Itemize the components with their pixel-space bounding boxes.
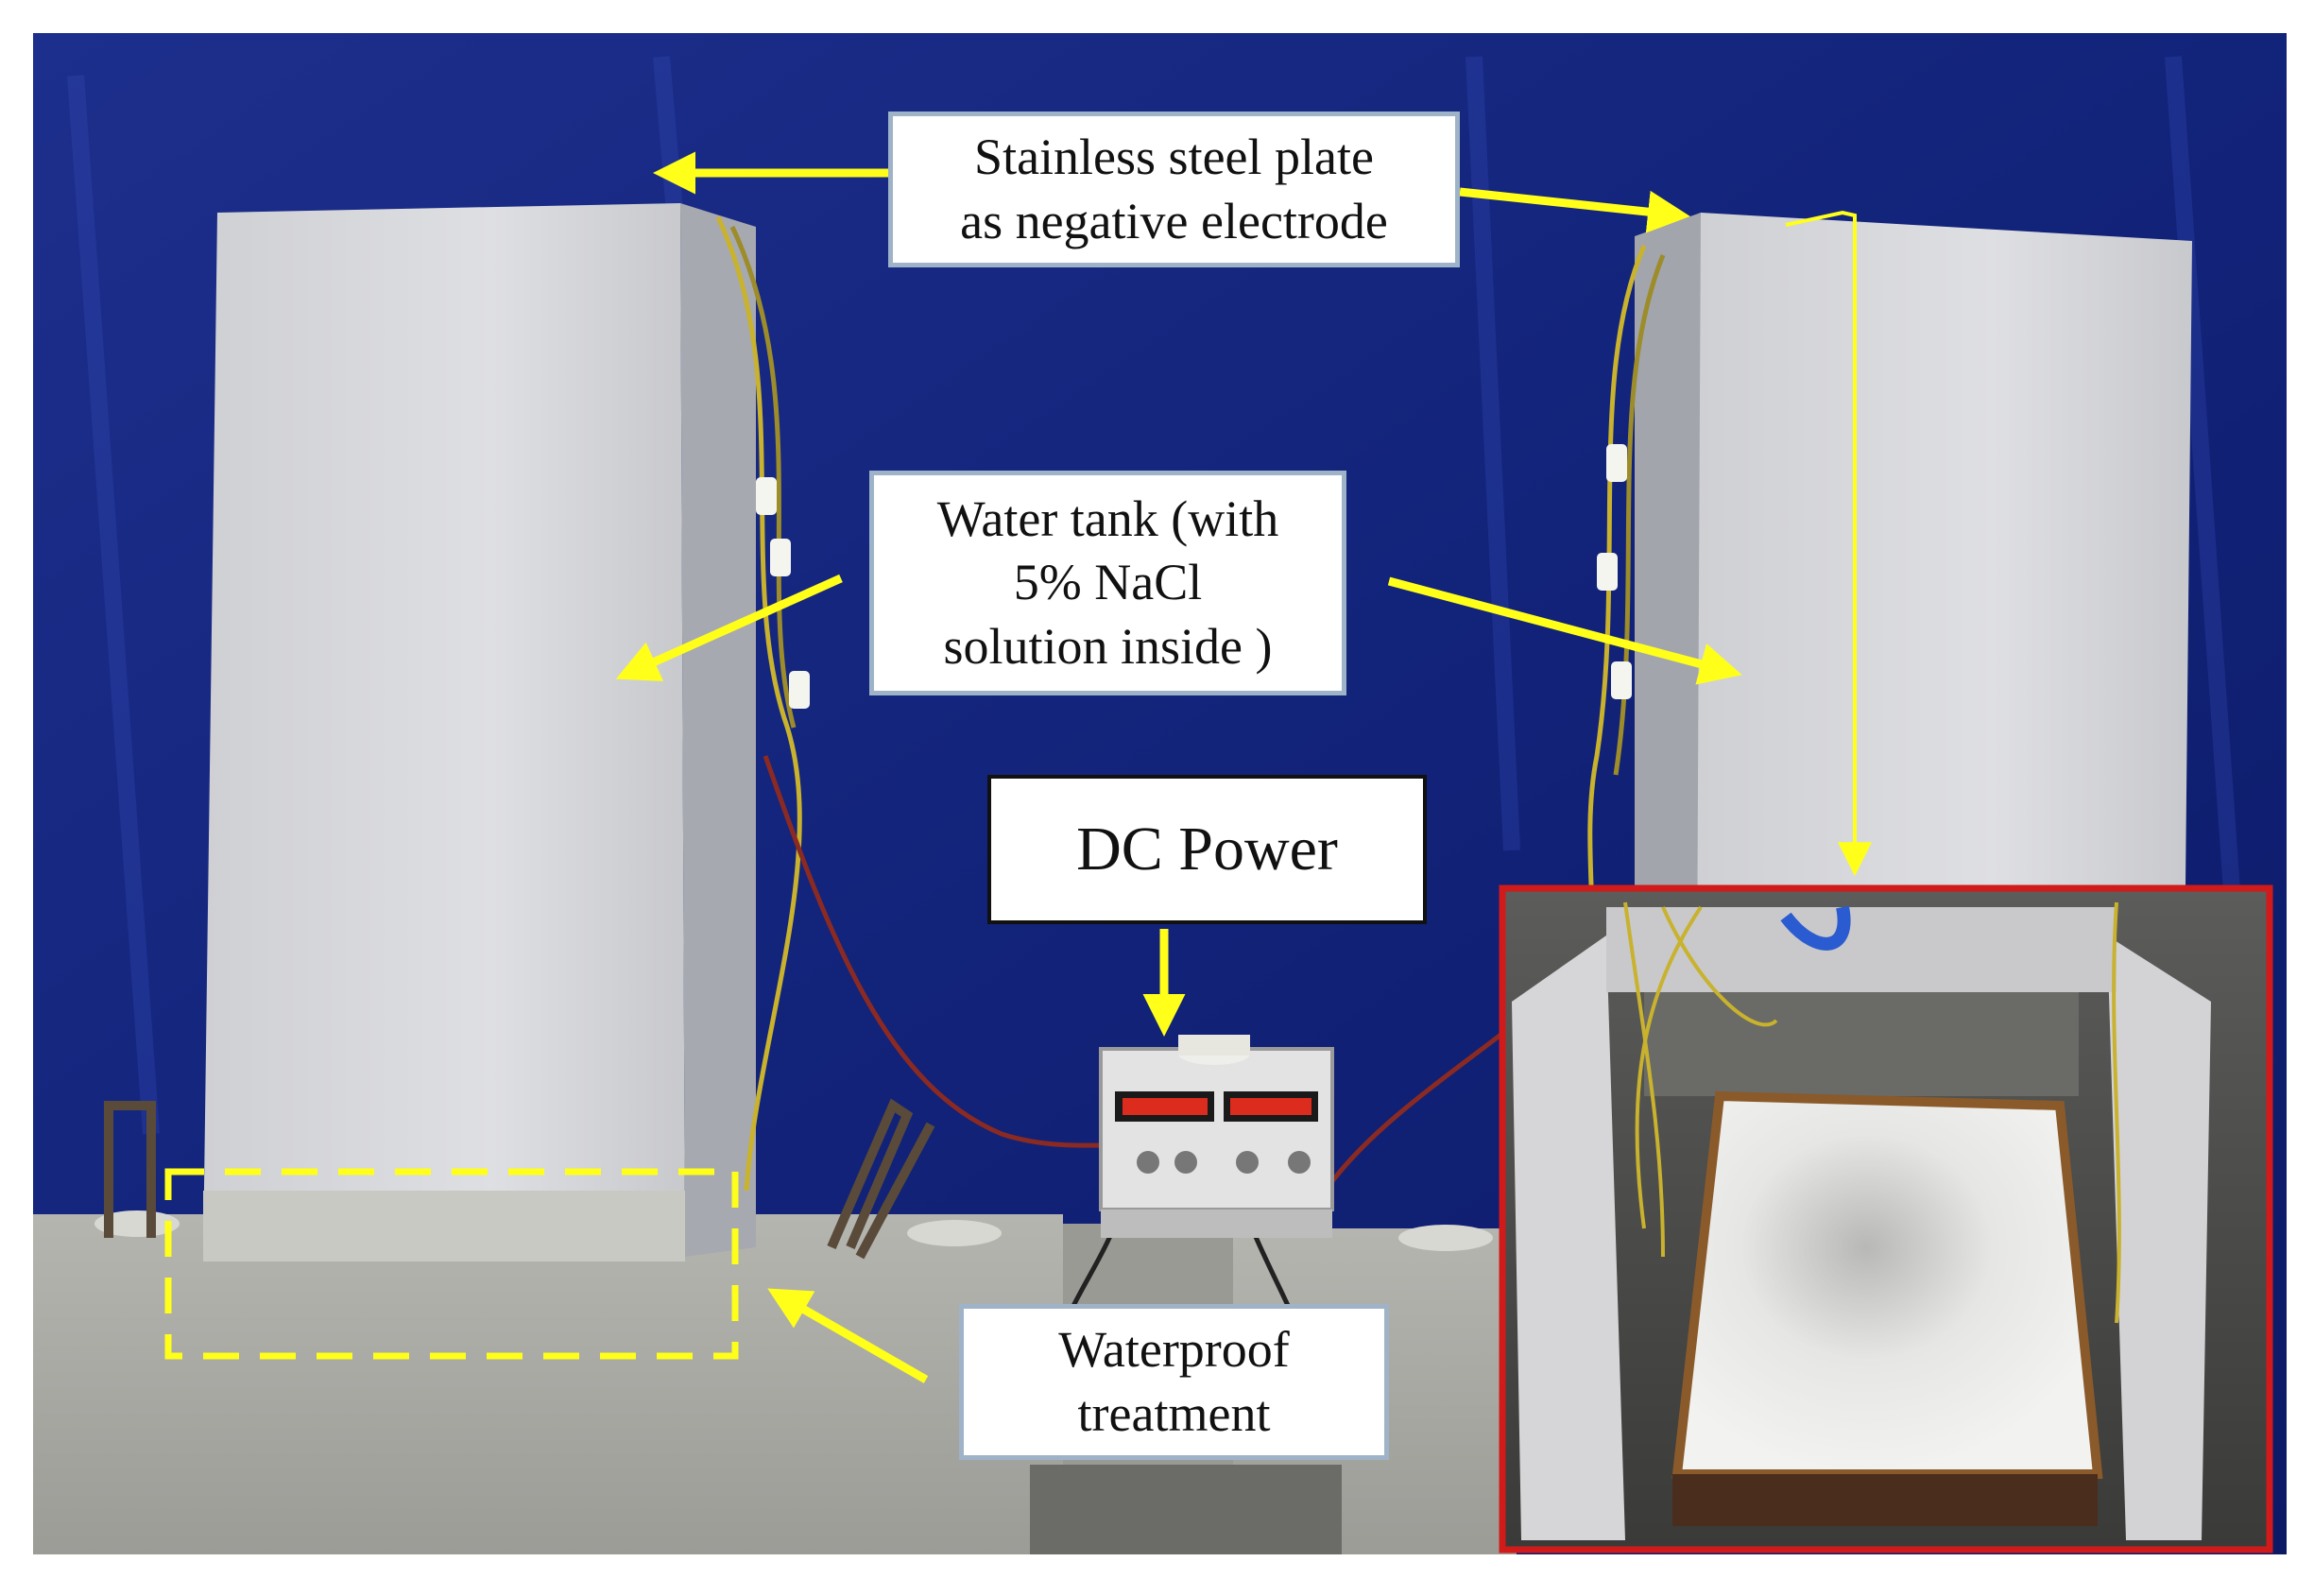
dc-power-supply bbox=[1099, 1035, 1334, 1238]
waterproof-label-line2: treatment bbox=[1077, 1384, 1271, 1442]
dc-power-label: DC Power bbox=[987, 775, 1427, 924]
waterproof-label: Waterproof treatment bbox=[959, 1304, 1389, 1460]
waterproof-label-line1: Waterproof bbox=[1058, 1321, 1290, 1378]
rebar bbox=[104, 1098, 935, 1260]
wire-clips bbox=[756, 444, 1632, 709]
dashed-highlight-box bbox=[164, 1168, 739, 1360]
water-tank-label-line3: solution inside ) bbox=[943, 617, 1273, 675]
electrode-label-line2: as negative electrode bbox=[960, 192, 1388, 249]
water-tank-label-line1: Water tank (with bbox=[936, 489, 1279, 547]
water-tank-label: Water tank (with 5% NaCl solution inside… bbox=[869, 471, 1346, 695]
electrode-label: Stainless steel plate as negative electr… bbox=[888, 112, 1460, 267]
left-water-tank bbox=[203, 203, 756, 1261]
water-tank-label-line2: 5% NaCl bbox=[1013, 554, 1203, 611]
electrode-label-line1: Stainless steel plate bbox=[974, 129, 1374, 185]
inset-photo-frame bbox=[1499, 884, 2273, 1553]
arrow-icon bbox=[615, 151, 1872, 1383]
dc-power-label-text: DC Power bbox=[1076, 814, 1338, 884]
